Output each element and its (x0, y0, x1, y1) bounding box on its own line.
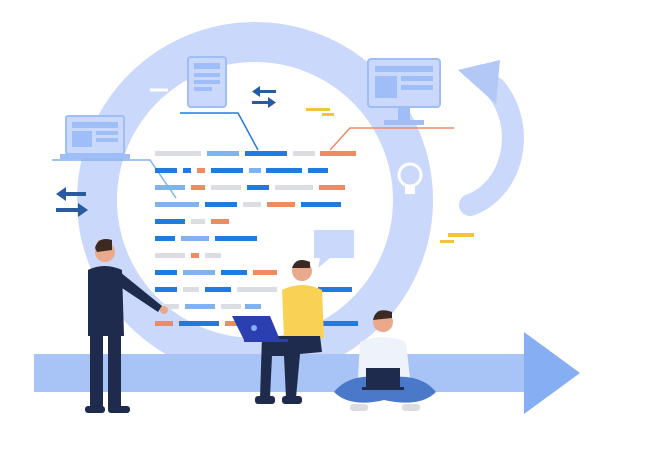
woman-with-laptop (232, 260, 324, 404)
lightbulb-icon (397, 162, 423, 194)
swap-arrows-icon (56, 187, 88, 217)
tablet-icon (187, 56, 227, 108)
man-sitting-with-laptop (334, 310, 436, 411)
presenter-man (85, 239, 168, 413)
swap-arrows-icon (252, 86, 276, 108)
chat-bubble-icon (314, 230, 354, 268)
laptop-icon (60, 115, 130, 159)
note-decoration (306, 108, 474, 243)
cycle-arrow-icon (458, 60, 524, 216)
monitor-icon (367, 58, 441, 125)
code-lines (155, 151, 358, 326)
code-panel-backdrop (119, 64, 391, 336)
